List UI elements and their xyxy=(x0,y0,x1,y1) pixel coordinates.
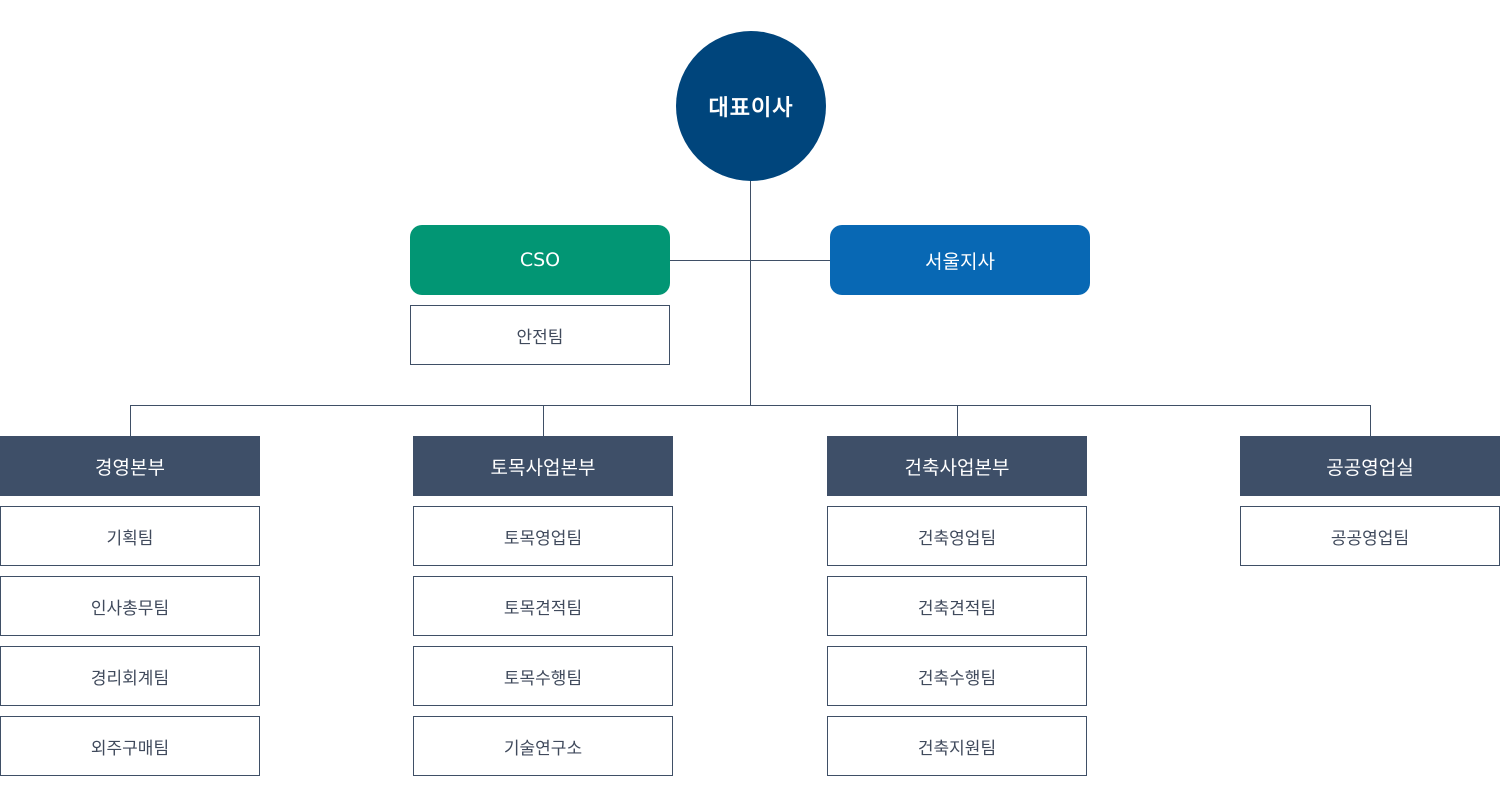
team-box: 토목수행팀 xyxy=(413,646,673,706)
connector-cso-branch xyxy=(670,260,830,261)
team-box: 기술연구소 xyxy=(413,716,673,776)
team-label: 건축지원팀 xyxy=(917,738,997,759)
team-box: 토목견적팀 xyxy=(413,576,673,636)
division-name: 토목사업본부 xyxy=(490,456,596,479)
team-box: 건축견적팀 xyxy=(827,576,1087,636)
division-name: 건축사업본부 xyxy=(904,456,1010,479)
team-box: 외주구매팀 xyxy=(0,716,260,776)
team-box: 건축수행팀 xyxy=(827,646,1087,706)
team-label: 건축견적팀 xyxy=(917,598,997,619)
ceo-label: 대표이사 xyxy=(708,96,794,121)
team-box: 공공영업팀 xyxy=(1240,506,1500,566)
division-name: 경영본부 xyxy=(95,456,165,479)
team-label: 건축영업팀 xyxy=(917,528,997,549)
team-label: 경리회계팀 xyxy=(90,668,170,689)
team-label: 토목영업팀 xyxy=(503,528,583,549)
connector-division-3 xyxy=(957,405,958,436)
cso-team-safety: 안전팀 xyxy=(410,305,670,365)
team-box: 건축영업팀 xyxy=(827,506,1087,566)
connector-division-bus xyxy=(130,405,1371,406)
team-label: 외주구매팀 xyxy=(90,738,170,759)
division-name: 공공영업실 xyxy=(1326,456,1414,479)
seoul-branch-label: 서울지사 xyxy=(925,250,995,273)
connector-division-2 xyxy=(543,405,544,436)
division-header-public-sales: 공공영업실 xyxy=(1240,436,1500,496)
seoul-branch-node: 서울지사 xyxy=(830,225,1090,295)
team-box: 건축지원팀 xyxy=(827,716,1087,776)
division-header-management: 경영본부 xyxy=(0,436,260,496)
team-label: 건축수행팀 xyxy=(917,668,997,689)
connector-division-4 xyxy=(1370,405,1371,436)
connector-division-1 xyxy=(130,405,131,436)
team-label: 토목수행팀 xyxy=(503,668,583,689)
team-label: 토목견적팀 xyxy=(503,598,583,619)
team-box: 토목영업팀 xyxy=(413,506,673,566)
team-box: 경리회계팀 xyxy=(0,646,260,706)
team-label: 공공영업팀 xyxy=(1330,528,1410,549)
ceo-node: 대표이사 xyxy=(676,31,826,181)
team-box: 기획팀 xyxy=(0,506,260,566)
division-header-civil: 토목사업본부 xyxy=(413,436,673,496)
team-box: 인사총무팀 xyxy=(0,576,260,636)
cso-node: CSO xyxy=(410,225,670,295)
cso-team-label: 안전팀 xyxy=(516,327,564,348)
connector-ceo-trunk xyxy=(750,180,751,406)
team-label: 인사총무팀 xyxy=(90,598,170,619)
division-header-architecture: 건축사업본부 xyxy=(827,436,1087,496)
cso-label: CSO xyxy=(519,249,561,271)
team-label: 기획팀 xyxy=(106,528,154,549)
team-label: 기술연구소 xyxy=(503,738,583,759)
